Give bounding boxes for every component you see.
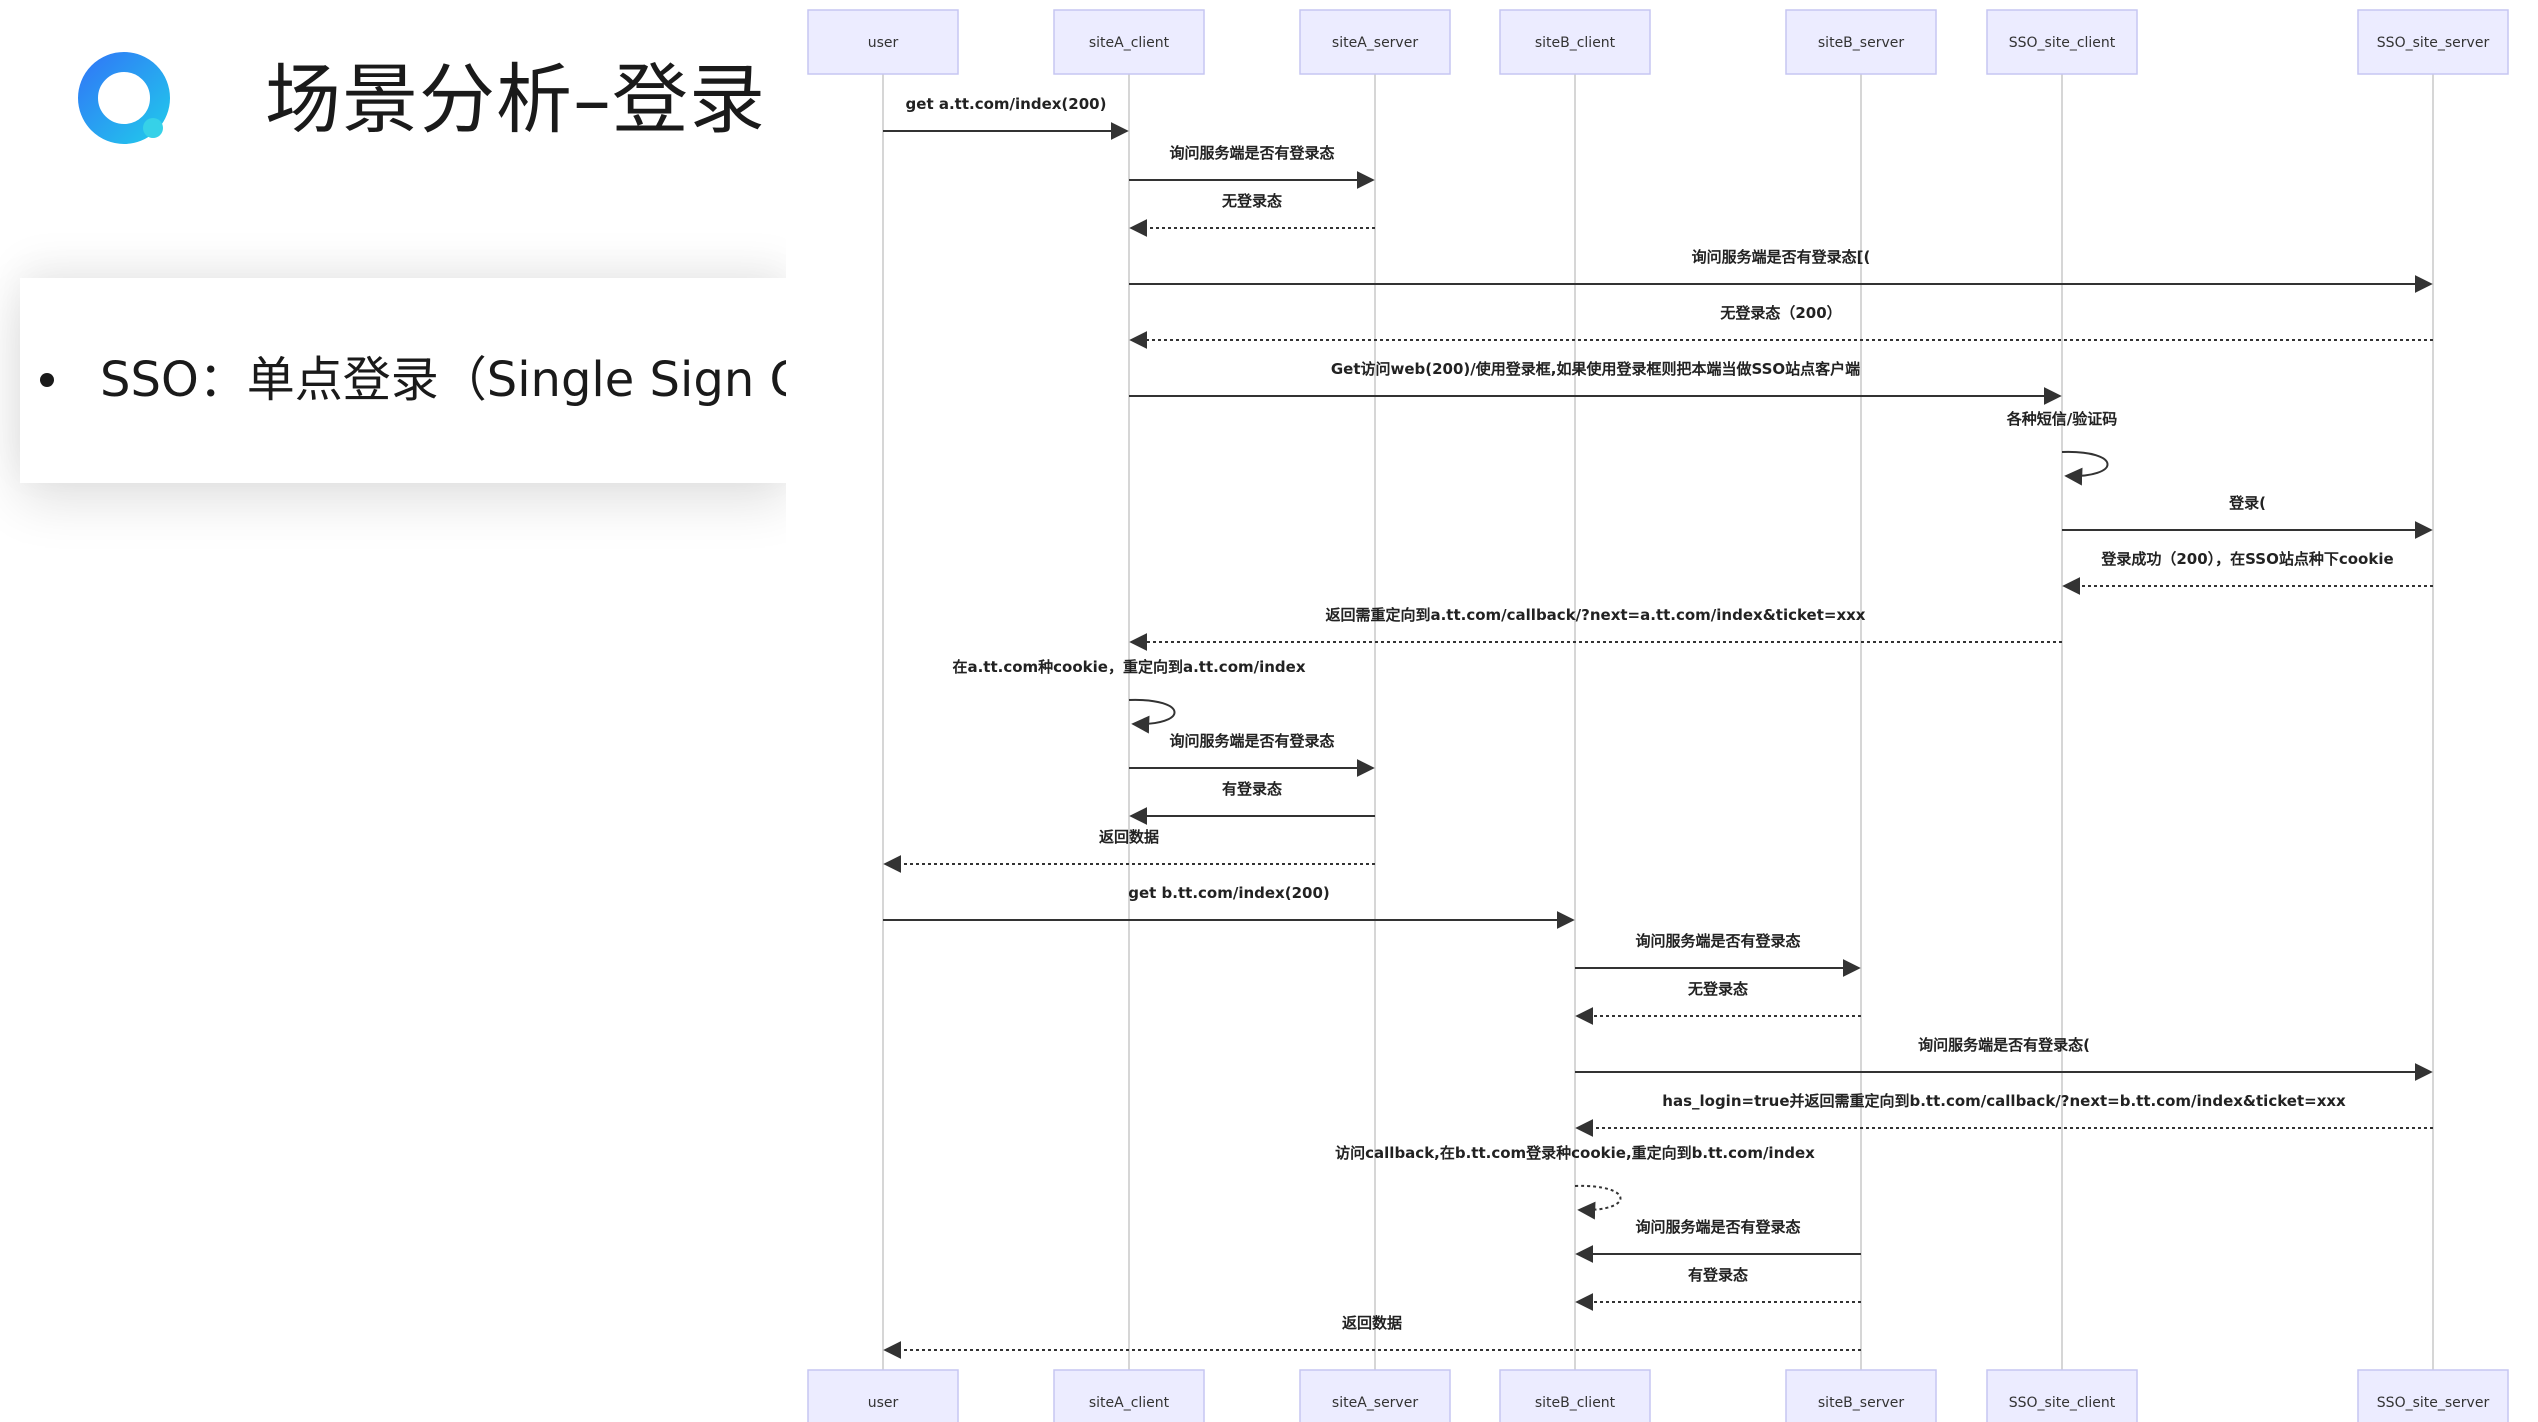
participant-label-bottom-siteB_server: siteB_server [1818,1395,1904,1411]
participant-label-bottom-siteA_client: siteA_client [1089,1395,1170,1411]
message-label-18: has_login=true并返回需重定向到b.tt.com/callback/… [1662,1092,2346,1110]
message-label-8: 登录成功（200），在SSO站点种下cookie [2100,550,2393,568]
bullet-text: SSO：单点登录（Single Sign On [100,352,790,408]
message-label-11: 询问服务端是否有登录态 [1169,732,1334,750]
participant-box-bottom-siteA_client [1053,1369,1205,1422]
message-label-0: get a.tt.com/index(200) [906,95,1107,113]
participant-box-top-SSO_site_client [1986,9,2138,75]
message-label-14: get b.tt.com/index(200) [1128,884,1330,902]
participant-box-top-siteB_client [1499,9,1651,75]
sequence-diagram: user siteA_client siteA_server siteB_client… [786,0,2538,1422]
participant-box-bottom-siteB_client [1499,1369,1651,1422]
participant-label-top-siteB_server: siteB_server [1818,35,1904,51]
participant-box-top-siteA_server [1299,9,1451,75]
participant-label-bottom-user: user [868,1395,899,1411]
message-label-4: 无登录态（200） [1719,304,1841,322]
participant-label-top-user: user [868,35,899,51]
bullet-dot [40,373,54,387]
message-label-19: 访问callback,在b.tt.com登录种cookie,重定向到b.tt.c… [1335,1144,1815,1162]
bullet-card: SSO：单点登录（Single Sign On [20,278,790,483]
message-label-13: 返回数据 [1099,828,1159,846]
message-label-5: Get访问web(200)/使用登录框,如果使用登录框则把本端当做SSO站点客户… [1331,360,1860,378]
participant-box-bottom-siteB_server [1785,1369,1937,1422]
message-label-2: 无登录态 [1221,192,1282,210]
participant-label-top-siteB_client: siteB_client [1535,35,1616,51]
participant-box-top-SSO_site_server [2357,9,2509,75]
message-arrow-10 [1128,698,1176,734]
participant-label-bottom-siteB_client: siteB_client [1535,1395,1616,1411]
participant-label-top-siteA_client: siteA_client [1089,35,1170,51]
message-label-6: 各种短信/验证码 [2006,410,2117,428]
participant-label-top-SSO_site_server: SSO_site_server [2377,35,2490,51]
message-arrow-19 [1574,1184,1622,1220]
slide-title: 场景分析–登录 [265,55,766,144]
message-label-20: 询问服务端是否有登录态 [1635,1218,1800,1236]
message-label-12: 有登录态 [1222,780,1282,798]
message-label-7: 登录( [2228,494,2266,512]
participant-box-bottom-siteA_server [1299,1369,1451,1422]
message-label-3: 询问服务端是否有登录态[( [1692,248,1871,266]
message-label-1: 询问服务端是否有登录态 [1169,144,1334,162]
participant-box-top-siteB_server [1785,9,1937,75]
message-label-15: 询问服务端是否有登录态 [1635,932,1800,950]
message-label-22: 返回数据 [1342,1314,1402,1332]
message-label-21: 有登录态 [1688,1266,1748,1284]
participant-box-top-user [807,9,959,75]
message-label-10: 在a.tt.com种cookie，重定向到a.tt.com/index [952,658,1305,676]
participant-box-bottom-SSO_site_server [2357,1369,2509,1422]
app-logo-icon [78,52,170,144]
participant-label-top-siteA_server: siteA_server [1332,35,1418,51]
participant-box-bottom-user [807,1369,959,1422]
participant-label-bottom-SSO_site_server: SSO_site_server [2377,1395,2490,1411]
participant-box-top-siteA_client [1053,9,1205,75]
message-label-16: 无登录态 [1687,980,1748,998]
sequence-diagram-canvas: user siteA_client siteA_server siteB_client… [807,9,2509,1422]
message-arrow-6 [2061,450,2109,486]
message-label-9: 返回需重定向到a.tt.com/callback/?next=a.tt.com/… [1325,606,1865,624]
participant-label-top-SSO_site_client: SSO_site_client [2009,35,2116,51]
participant-box-bottom-SSO_site_client [1986,1369,2138,1422]
message-label-17: 询问服务端是否有登录态( [1918,1036,2090,1054]
participant-label-bottom-siteA_server: siteA_server [1332,1395,1418,1411]
participant-label-bottom-SSO_site_client: SSO_site_client [2009,1395,2116,1411]
